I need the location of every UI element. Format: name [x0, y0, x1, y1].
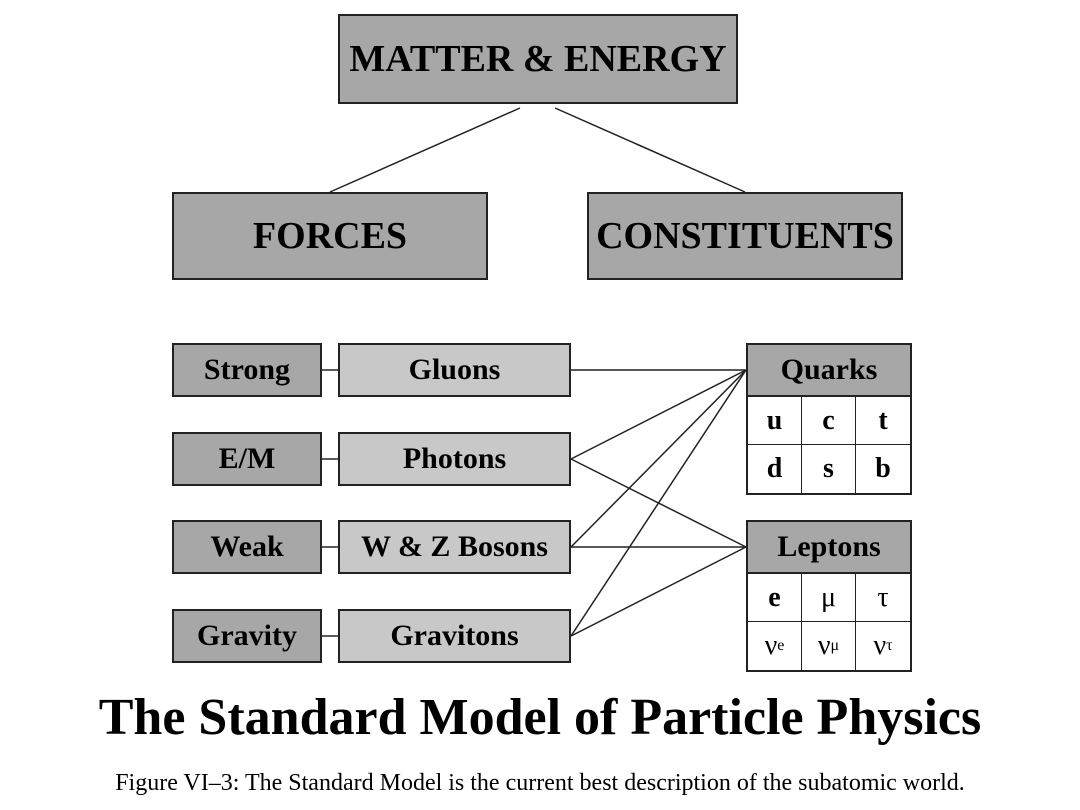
line-gravitons-leptons	[570, 546, 747, 637]
neutrino-symbol: ν	[817, 630, 831, 661]
force-label: Weak	[210, 530, 284, 563]
constituents-label: CONSTITUENTS	[596, 215, 894, 257]
constituents-box: CONSTITUENTS	[587, 192, 903, 280]
line-root-constituents	[554, 107, 746, 193]
neutrino-subscript: e	[777, 637, 785, 654]
lepton-cell: μ	[802, 574, 856, 622]
carrier-label: Photons	[402, 442, 507, 475]
quarks-label: Quarks	[780, 353, 878, 386]
line-gravitons-quarks	[570, 369, 747, 637]
neutrino-subscript: τ	[886, 637, 893, 654]
carrier-gravitons-box: Gravitons	[338, 609, 571, 663]
force-label: Gravity	[197, 619, 297, 652]
quark-grid: u c t d s b	[746, 397, 912, 495]
neutrino-symbol: ν	[764, 630, 778, 661]
quark-cell: s	[802, 445, 856, 493]
line-photons-quarks	[570, 369, 747, 460]
line-root-forces	[329, 107, 521, 193]
line-bosons-quarks	[570, 369, 747, 548]
quark-cell: d	[748, 445, 802, 493]
forces-label: FORCES	[252, 215, 408, 257]
quark-cell: t	[856, 397, 910, 445]
quark-cell: u	[748, 397, 802, 445]
carrier-label: W & Z Bosons	[360, 530, 548, 563]
force-strong-box: Strong	[172, 343, 322, 397]
lepton-cell: e	[748, 574, 802, 622]
force-gravity-box: Gravity	[172, 609, 322, 663]
force-label: E/M	[218, 442, 276, 475]
quarks-header: Quarks	[746, 343, 912, 397]
neutrino-symbol: ν	[873, 630, 887, 661]
diagram-title: The Standard Model of Particle Physics	[98, 689, 982, 746]
carrier-gluons-box: Gluons	[338, 343, 571, 397]
lepton-cell: τ	[856, 574, 910, 622]
force-label: Strong	[203, 353, 291, 386]
carrier-photons-box: Photons	[338, 432, 571, 486]
carrier-label: Gluons	[408, 353, 501, 386]
quark-cell: b	[875, 453, 891, 484]
force-em-box: E/M	[172, 432, 322, 486]
matter-energy-label: MATTER & ENERGY	[349, 38, 727, 80]
force-weak-box: Weak	[172, 520, 322, 574]
carrier-wz-bosons-box: W & Z Bosons	[338, 520, 571, 574]
matter-energy-box: MATTER & ENERGY	[338, 14, 738, 104]
neutrino-subscript: μ	[830, 637, 840, 654]
figure-caption: Figure VI–3: The Standard Model is the c…	[115, 770, 965, 796]
quark-cell: c	[802, 397, 856, 445]
leptons-header: Leptons	[746, 520, 912, 574]
carrier-label: Gravitons	[390, 619, 519, 652]
leptons-label: Leptons	[777, 530, 881, 563]
forces-box: FORCES	[172, 192, 488, 280]
